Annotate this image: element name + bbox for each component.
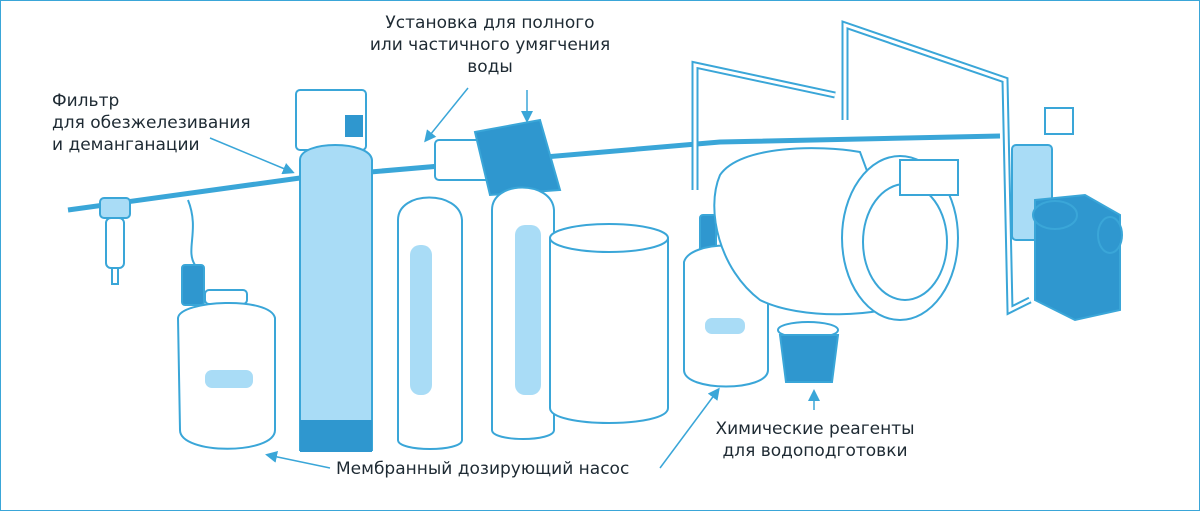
pump-label-line-1: Мембранный дозирующий насос — [336, 459, 630, 479]
filter-label: Фильтр для обезжелезивания и деманганаци… — [52, 90, 251, 156]
reagent-bucket — [777, 321, 840, 383]
softener-arrow-left — [424, 87, 469, 143]
brine-tank — [549, 223, 669, 424]
pump-arrow-left — [265, 450, 331, 469]
pre-filter — [99, 197, 131, 285]
circulation-pumps — [1011, 107, 1123, 322]
filter-label-line-1: Фильтр — [52, 91, 120, 111]
softener-label-line-1: Установка для полного — [385, 13, 595, 33]
softener-label-line-3: воды — [467, 57, 513, 77]
reagents-label-line-2: для водоподготовки — [722, 441, 908, 461]
reagents-label: Химические реагенты для водоподготовки — [700, 418, 930, 462]
iron-filter-column — [295, 89, 373, 452]
softener-label-line-2: или частичного умягчения — [369, 35, 611, 55]
boiler — [713, 147, 959, 321]
softener-label: Установка для полного или частичного умя… — [355, 12, 625, 78]
left-dosing-tank — [176, 199, 276, 450]
pump-label: Мембранный дозирующий насос — [336, 458, 629, 480]
filter-arrow — [209, 137, 295, 175]
pump-arrow-right — [659, 387, 720, 469]
reagents-label-line-1: Химические реагенты — [715, 419, 915, 439]
filter-label-line-2: для обезжелезивания — [52, 113, 251, 133]
filter-label-line-3: и деманганации — [52, 135, 200, 155]
softener-columns — [397, 118, 562, 450]
